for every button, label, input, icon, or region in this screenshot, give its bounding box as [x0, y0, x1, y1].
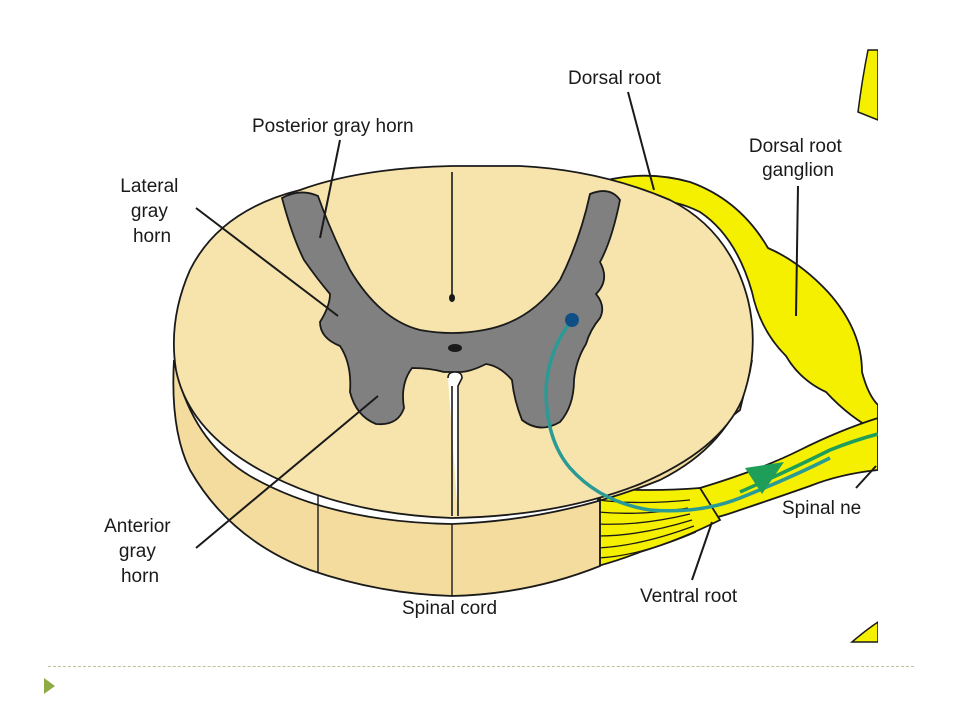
leader-posterior-gray-horn [319, 139, 341, 239]
label-anterior-line2: gray [119, 541, 156, 562]
label-anterior-line3: horn [121, 566, 159, 587]
leader-ventral-root [691, 521, 713, 581]
gray-matter [280, 190, 621, 429]
direction-arrow-icon [745, 462, 784, 494]
lower-right-nerve-strip [849, 620, 879, 643]
label-dorsal-root: Dorsal root [568, 68, 662, 89]
label-posterior-gray-horn: Posterior gray horn [252, 116, 414, 137]
right-edge-nerve-strip [857, 49, 879, 122]
label-spinal-nerve: Spinal ne [782, 498, 861, 519]
label-anterior-gray-horn: Anterior gray horn [104, 516, 176, 587]
leader-dorsal-root [627, 91, 655, 191]
neuron-axon [544, 318, 831, 513]
label-ganglion-line2: ganglion [762, 160, 834, 181]
labels: Dorsal root Posterior gray horn Lateral … [104, 68, 861, 619]
leader-spinal-nerve [855, 465, 877, 489]
leader-dorsal-root-ganglion [795, 185, 799, 317]
ventral-rootlets [597, 499, 697, 559]
neuron-cell-body [565, 313, 579, 327]
label-ventral-root: Ventral root [640, 586, 738, 607]
triangle-bullet-icon [44, 678, 55, 694]
label-lateral-line3: horn [133, 226, 171, 247]
footer-divider [48, 666, 914, 667]
spinal-cord-body [172, 165, 754, 597]
leader-anterior-gray-horn [195, 395, 379, 549]
label-lateral-gray-horn: Lateral gray horn [120, 176, 183, 247]
label-ganglion-line1: Dorsal root [749, 136, 843, 157]
central-canal [448, 344, 462, 352]
label-lateral-line2: gray [131, 201, 168, 222]
motor-neuron [544, 313, 879, 513]
label-dorsal-root-ganglion: Dorsal root ganglion [749, 136, 847, 181]
leader-lateral-gray-horn [195, 207, 339, 317]
anterior-median-fissure [447, 371, 463, 516]
label-anterior-line1: Anterior [104, 516, 171, 537]
leader-lines [195, 91, 877, 581]
right-edge-mask [878, 0, 960, 660]
label-lateral-line1: Lateral [120, 176, 178, 197]
label-spinal-cord: Spinal cord [402, 598, 497, 619]
